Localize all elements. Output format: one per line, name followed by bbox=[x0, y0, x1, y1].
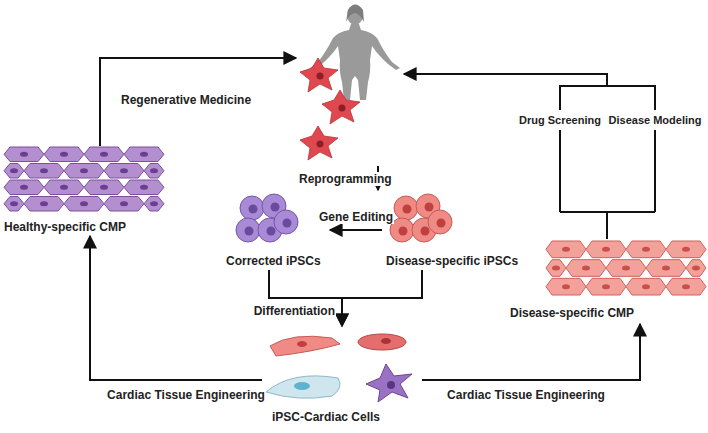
cell-illustration bbox=[262, 326, 422, 404]
cell-group: Disease-specific iPSCs bbox=[382, 192, 521, 270]
edge-label: Cardiac Tissue Engineering bbox=[446, 388, 606, 402]
flow-label: Disease Modeling bbox=[608, 113, 703, 127]
flow-label: Drug Screening bbox=[518, 113, 602, 127]
cell-illustration bbox=[390, 194, 450, 246]
cell-group: Healthy-specific CMP bbox=[4, 146, 169, 236]
edge-label: Differentiation bbox=[253, 304, 336, 318]
flow-arrow bbox=[330, 229, 382, 231]
outcome-tree bbox=[404, 74, 655, 239]
cell-group: iPSC-Cardiac Cells bbox=[262, 326, 422, 426]
somatic-cells bbox=[300, 58, 360, 160]
flow-label: Reprogramming bbox=[298, 172, 393, 186]
group-label: Disease-specific CMP bbox=[510, 306, 634, 320]
cell-group: Corrected iPSCs bbox=[224, 192, 330, 270]
cell-group: Disease-specific CMP bbox=[506, 240, 706, 324]
edge-label: Gene Editing bbox=[318, 210, 394, 224]
cell-illustration bbox=[4, 146, 164, 212]
edge-label: Cardiac Tissue Engineering bbox=[106, 388, 266, 402]
group-label: Corrected iPSCs bbox=[226, 254, 321, 268]
regenerative-arrow bbox=[100, 58, 296, 146]
cell-illustration bbox=[236, 194, 291, 246]
cell-illustration bbox=[546, 240, 706, 296]
group-label: Healthy-specific CMP bbox=[4, 220, 126, 234]
group-label: iPSC-Cardiac Cells bbox=[272, 410, 380, 424]
flow-label: Regenerative Medicine bbox=[120, 93, 252, 107]
group-label: Disease-specific iPSCs bbox=[386, 254, 518, 268]
flow-arrow bbox=[342, 270, 422, 326]
flow-arrow bbox=[422, 324, 640, 380]
